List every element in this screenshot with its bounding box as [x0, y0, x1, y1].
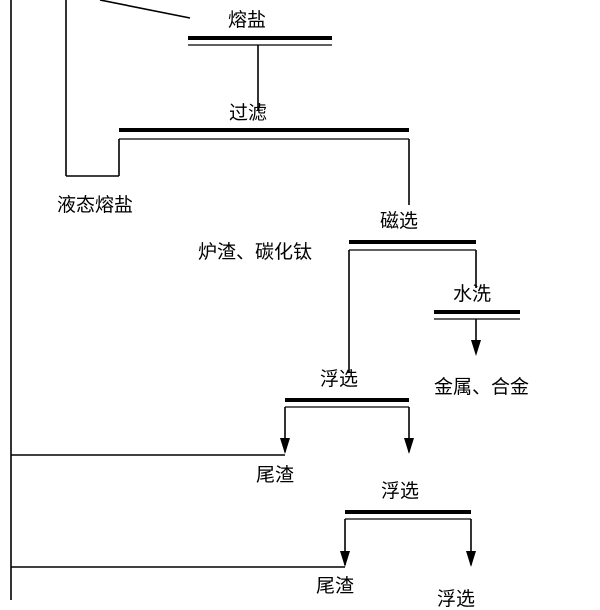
node-flotation-1: 浮选 [320, 368, 359, 390]
flotation2-bar [345, 510, 471, 514]
magnetic-bar [349, 240, 476, 244]
node-slag-carbonitride: 炉渣、碳化钛 [198, 241, 313, 263]
node-filtration: 过滤 [229, 102, 268, 124]
flotation1-left-arrow-icon [280, 438, 290, 454]
node-liquid-molten-salt: 液态熔盐 [57, 194, 134, 216]
flotation1-right-arrow-icon [404, 438, 414, 454]
molten-salt-bar [188, 36, 332, 40]
node-metal-alloy: 金属、合金 [434, 376, 530, 398]
filtration-bar [119, 128, 409, 132]
node-flotation-2: 浮选 [381, 480, 420, 502]
node-tailings-1: 尾渣 [256, 464, 295, 486]
node-magnetic-separation: 磁选 [380, 210, 419, 232]
flotation2-left-arrow-icon [340, 551, 350, 567]
node-molten-salt: 熔盐 [228, 9, 267, 31]
node-tailings-2: 尾渣 [316, 575, 355, 597]
flotation2-right-arrow-icon [466, 551, 476, 567]
water-wash-arrow-icon [471, 340, 481, 356]
flotation1-bar [285, 398, 409, 402]
diagonal-feed-line [99, 0, 191, 19]
node-water-wash: 水洗 [453, 283, 492, 305]
water-wash-bar [434, 310, 520, 314]
